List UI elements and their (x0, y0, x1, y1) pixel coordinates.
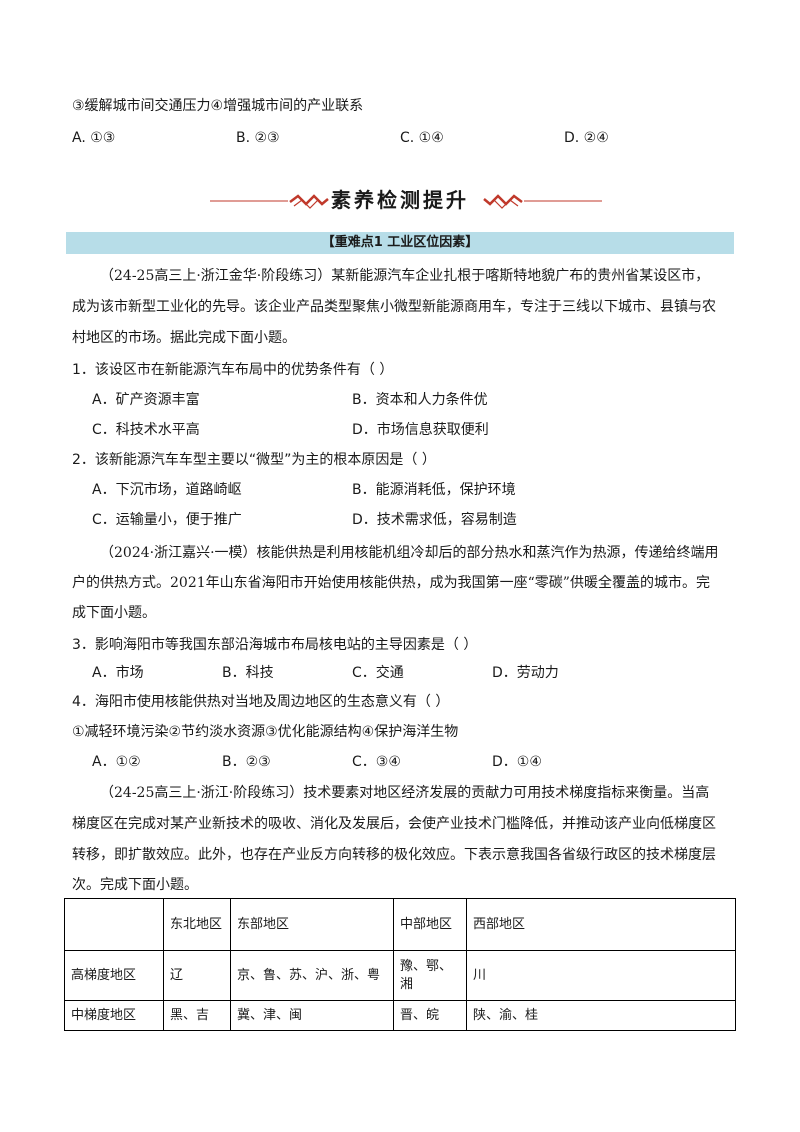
table-header-cell: 西部地区 (466, 898, 736, 951)
passage3-line: （24-25高三上·浙江·阶段练习）技术要素对地区经济发展的贡献力可用技术梯度指… (100, 785, 710, 801)
table-header-cell (64, 898, 164, 951)
q1-option-c: C．科技术水平高 (92, 422, 200, 438)
table-header-cell: 东部地区 (230, 898, 394, 951)
q3-stem: 3．影响海阳市等我国东部沿海城市布局核电站的主导因素是（ ） (72, 637, 478, 653)
table-row: 中梯度地区 黑、吉 冀、津、闽 晋、皖 陕、渝、桂 (64, 1000, 736, 1031)
table-cell: 晋、皖 (393, 1000, 467, 1031)
passage3-line: 梯度区在完成对某产业新技术的吸收、消化及发展后，会使产业技术门槛降低，并推动该产… (72, 816, 716, 832)
table-row: 高梯度地区 辽 京、鲁、苏、沪、浙、粤 豫、鄂、湘 川 (64, 950, 736, 1001)
passage1-line: 村地区的市场。据此完成下面小题。 (72, 330, 296, 346)
section-title: 【重难点1 工业区位因素】 (66, 232, 734, 254)
q3-option-b: B．科技 (222, 665, 274, 681)
prev-option-c: C. ①④ (400, 130, 444, 146)
left-ornament-icon (210, 194, 329, 209)
table-cell: 中梯度地区 (64, 1000, 164, 1031)
prev-question-line: ③缓解城市间交通压力④增强城市间的产业联系 (72, 98, 364, 114)
q1-stem: 1．该设区市在新能源汽车布局中的优势条件有（ ） (72, 362, 394, 378)
passage3-line: 转移，即扩散效应。此外，也存在产业反方向转移的极化效应。下表示意我国各省级行政区… (72, 847, 716, 863)
q1-option-b: B．资本和人力条件优 (352, 392, 488, 408)
q3-option-c: C．交通 (352, 665, 404, 681)
table-header-row: 东北地区 东部地区 中部地区 西部地区 (64, 898, 736, 951)
table-cell: 豫、鄂、湘 (393, 950, 467, 1001)
tech-gradient-table: 东北地区 东部地区 中部地区 西部地区 高梯度地区 辽 京、鲁、苏、沪、浙、粤 … (64, 898, 736, 1031)
prev-option-a: A. ①③ (72, 130, 116, 146)
table-cell: 冀、津、闽 (230, 1000, 394, 1031)
q3-option-d: D．劳动力 (492, 665, 559, 681)
q4-statements: ①减轻环境污染②节约淡水资源③优化能源结构④保护海洋生物 (72, 724, 459, 740)
q2-option-c: C．运输量小，便于推广 (92, 512, 242, 528)
passage2-line: 成下面小题。 (72, 605, 156, 621)
table-header-cell: 东北地区 (163, 898, 231, 951)
banner-title: 素养检测提升 (331, 188, 469, 212)
right-ornament-icon (483, 194, 602, 209)
q4-option-c: C．③④ (352, 754, 401, 770)
q4-option-b: B．②③ (222, 754, 271, 770)
q1-option-d: D．市场信息获取便利 (352, 422, 489, 438)
q2-stem: 2．该新能源汽车车型主要以“微型”为主的根本原因是（ ） (72, 452, 436, 468)
q4-option-a: A．①② (92, 754, 141, 770)
q4-option-d: D．①④ (492, 754, 542, 770)
prev-option-b: B. ②③ (236, 130, 280, 146)
table-cell: 陕、渝、桂 (466, 1000, 736, 1031)
q2-option-d: D．技术需求低，容易制造 (352, 512, 517, 528)
q1-option-a: A．矿产资源丰富 (92, 392, 200, 408)
table-cell: 川 (466, 950, 736, 1001)
q2-option-a: A．下沉市场，道路崎岖 (92, 482, 242, 498)
passage1-line: 成为该市新型工业化的先导。该企业产品类型聚焦小微型新能源商用车，专注于三线以下城… (72, 299, 716, 315)
passage2-line: 户的供热方式。2021年山东省海阳市开始使用核能供热，成为我国第一座“零碳”供暖… (72, 575, 710, 591)
passage3-line: 次。完成下面小题。 (72, 877, 198, 893)
passage1-line: （24-25高三上·浙江金华·阶段练习）某新能源汽车企业扎根于喀斯特地貌广布的贵… (100, 268, 710, 284)
prev-option-d: D. ②④ (564, 130, 609, 146)
table-cell: 辽 (163, 950, 231, 1001)
passage2-line: （2024·浙江嘉兴·一模）核能供热是利用核能机组冷却后的部分热水和蒸汽作为热源… (100, 545, 719, 561)
table-cell: 黑、吉 (163, 1000, 231, 1031)
q4-stem: 4．海阳市使用核能供热对当地及周边地区的生态意义有（ ） (72, 694, 450, 710)
table-cell: 京、鲁、苏、沪、浙、粤 (230, 950, 394, 1001)
table-header-cell: 中部地区 (393, 898, 467, 951)
table-cell: 高梯度地区 (64, 950, 164, 1001)
q3-option-a: A．市场 (92, 665, 144, 681)
q2-option-b: B．能源消耗低，保护环境 (352, 482, 516, 498)
